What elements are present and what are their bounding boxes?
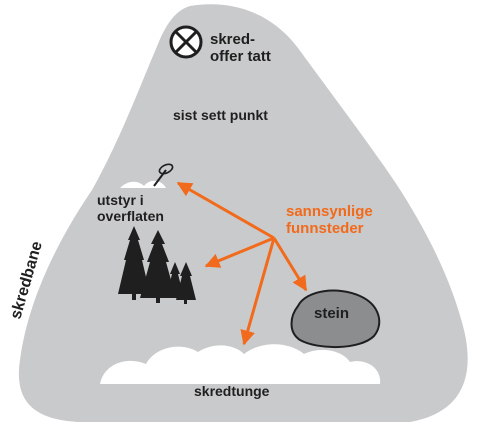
snow-debris-icon <box>100 344 381 384</box>
rock-icon <box>290 289 381 348</box>
victim-label-line2: offer tatt <box>210 48 271 65</box>
crosshair-icon <box>169 25 203 59</box>
ski-pole-icon <box>153 163 174 187</box>
probable-locations-line2: funnsteder <box>286 220 364 237</box>
last-seen-label: sist sett punkt <box>173 107 268 123</box>
deposit-label: skredtunge <box>194 383 270 399</box>
rock-label: stein <box>314 305 349 322</box>
probable-locations-line1: sannsynlige <box>286 203 373 220</box>
victim-label-line1: skred- <box>210 31 255 48</box>
tree-icon <box>118 226 196 304</box>
arrow-to-equipment <box>176 181 275 240</box>
arrow-to-trees <box>204 236 275 268</box>
probable-location-arrows <box>176 181 308 346</box>
arrow-to-rock <box>272 237 308 292</box>
equipment-label-line1: utstyr i <box>97 192 144 208</box>
arrow-to-debris <box>240 237 276 346</box>
equipment-label-line2: overflaten <box>97 208 164 224</box>
